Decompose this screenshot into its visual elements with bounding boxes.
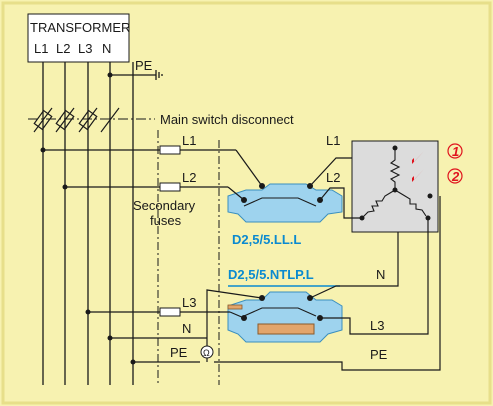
terminal-lower: D2,5/5.NTLP.L [227, 267, 343, 343]
ohm-symbol: Ω [203, 348, 210, 358]
label-pe-right: PE [370, 347, 388, 362]
load-node-right [427, 193, 433, 199]
wire-l1-to-terminal [235, 149, 263, 187]
wires [43, 149, 441, 371]
phase-label-l2: L2 [56, 41, 70, 56]
transformer: TRANSFORMER L1 L2 L3 N [27, 13, 130, 63]
load-resistor-top [389, 148, 401, 190]
load-resistor-left [361, 189, 396, 219]
phase-label-l1: L1 [34, 41, 48, 56]
secondary-fuse-l1 [159, 145, 181, 155]
junction-l2 [62, 184, 68, 190]
terminal-lower-plug [227, 304, 243, 310]
secondary-fuses [159, 145, 181, 317]
label-n-right: N [376, 267, 385, 282]
wire-n-to-load [309, 232, 399, 299]
terminal-upper-bridge [243, 197, 317, 207]
phase-label-l3: L3 [78, 41, 92, 56]
wire-l3-to-terminal [229, 311, 245, 319]
lightning-1-icon [404, 151, 424, 168]
load-node-center [392, 187, 398, 193]
transformer-box [27, 13, 130, 63]
callout-2-ring [447, 168, 463, 184]
junction-dots [40, 72, 136, 365]
main-fuse-l1 [33, 109, 53, 131]
load-star [361, 148, 427, 219]
secondary-fuses-label-line2: fuses [150, 213, 182, 228]
main-fuse-l2 [55, 109, 75, 131]
phase-label-n: N [102, 41, 111, 56]
pe-top-label: PE [135, 58, 153, 73]
wire-l2-to-terminal [227, 186, 245, 201]
main-switch-label: Main switch disconnect [160, 112, 294, 127]
terminal-upper-body [227, 183, 343, 223]
wire-n-to-terminal [206, 289, 263, 338]
label-pe-left: PE [170, 345, 188, 360]
terminal-upper-label: D2,5/5.LL.L [232, 232, 301, 247]
wire-l2-to-load [319, 187, 362, 219]
junction-n-pe [107, 72, 113, 78]
label-l1-right: L1 [326, 133, 340, 148]
terminal-lower-label: D2,5/5.NTLP.L [228, 267, 314, 282]
wire-l1-to-load [309, 157, 352, 187]
lightning-2-icon [404, 169, 424, 186]
secondary-fuse-l3 [159, 307, 181, 317]
label-l2-left: L2 [182, 170, 196, 185]
label-l3-right: L3 [370, 318, 384, 333]
label-l1-left: L1 [182, 133, 196, 148]
main-switch-link-l3 [78, 107, 98, 133]
terminal-lower-pe-rail [257, 323, 315, 335]
main-fuse-l3 [78, 109, 98, 131]
label-n-left: N [182, 321, 191, 336]
main-switch-link-n [100, 107, 120, 133]
wire-l3-to-load [320, 218, 429, 335]
main-switch-link-l1 [33, 107, 53, 133]
junction-pe [130, 359, 136, 365]
main-switch-link-l2 [55, 107, 75, 133]
main-switch [33, 107, 120, 133]
terminal-lower-bridge [243, 307, 317, 317]
secondary-fuse-l2 [159, 182, 181, 192]
junction-l3 [85, 309, 91, 315]
label-l3-left: L3 [182, 295, 196, 310]
load: 1 2 [351, 140, 463, 233]
label-l2-right: L2 [326, 170, 340, 185]
secondary-fuses-label-line1: Secondary [133, 198, 196, 213]
junction-n [107, 335, 113, 341]
junction-l1 [40, 147, 46, 153]
transformer-title: TRANSFORMER [30, 20, 130, 35]
callout-1: 1 [452, 144, 459, 159]
load-node-top [392, 145, 398, 151]
load-resistor-right [394, 189, 427, 217]
callout-1-ring [447, 143, 463, 159]
terminal-upper: D2,5/5.LL.L [227, 183, 343, 247]
busbars [42, 62, 163, 385]
callout-2: 2 [451, 169, 460, 184]
wire-pe-to-load [214, 196, 441, 371]
